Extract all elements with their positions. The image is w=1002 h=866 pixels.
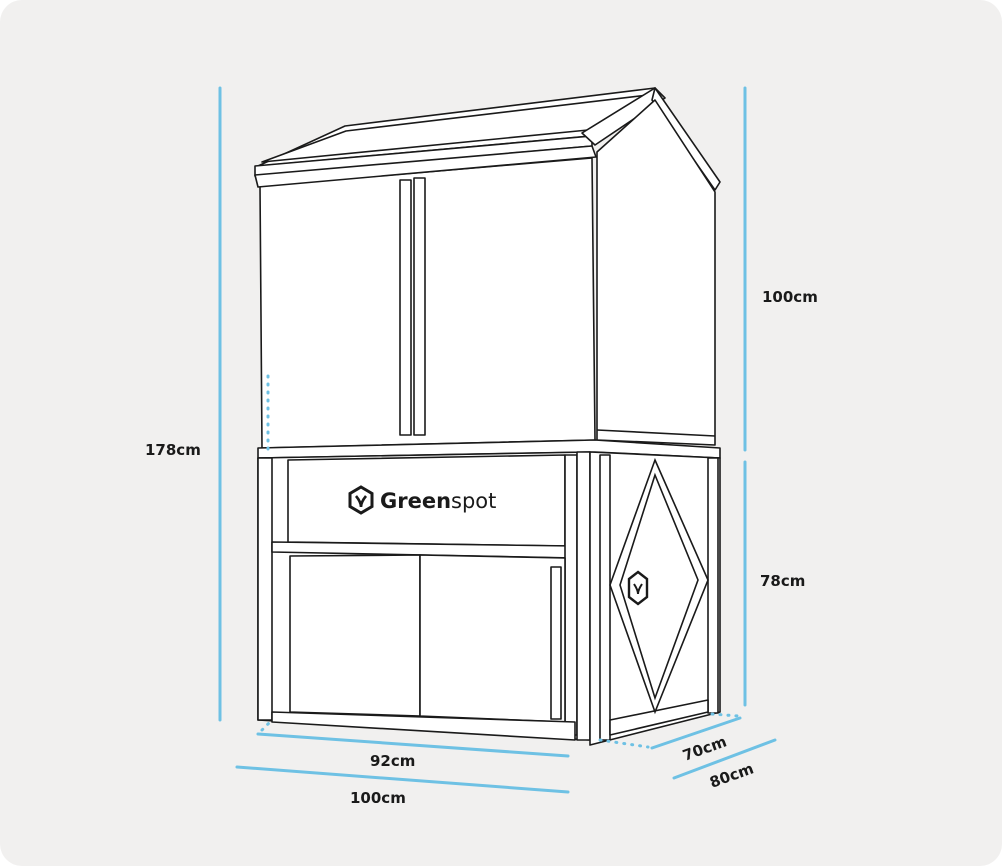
greenspot-hex-icon: [348, 485, 374, 515]
total-height-label: 178cm: [145, 441, 201, 459]
width-inner-line: [256, 732, 570, 758]
inner-width-label: 92cm: [370, 752, 415, 770]
width-outer-line: [235, 765, 570, 794]
depth-outer-line: [672, 738, 777, 780]
greenspot-logo-icon: [627, 570, 649, 606]
sliding-door-handle: [550, 566, 562, 720]
door-handle-right: [413, 177, 426, 436]
dimension-lines: [218, 86, 777, 794]
lower-height-label: 78cm: [760, 572, 805, 590]
svg-text:Greenspot: Greenspot: [380, 489, 496, 513]
depth-inner-line: [650, 716, 742, 750]
upper-height-label: 100cm: [762, 288, 818, 306]
brand-logo: Greenspot: [348, 485, 496, 515]
door-handle-left: [399, 179, 412, 436]
brand-name-bold: Green: [380, 489, 451, 513]
outer-width-label: 100cm: [350, 789, 406, 807]
lower-cabinet: [257, 451, 721, 746]
upper-cabinet: [254, 99, 721, 459]
brand-name-light: spot: [451, 489, 496, 513]
roof: [254, 87, 721, 193]
